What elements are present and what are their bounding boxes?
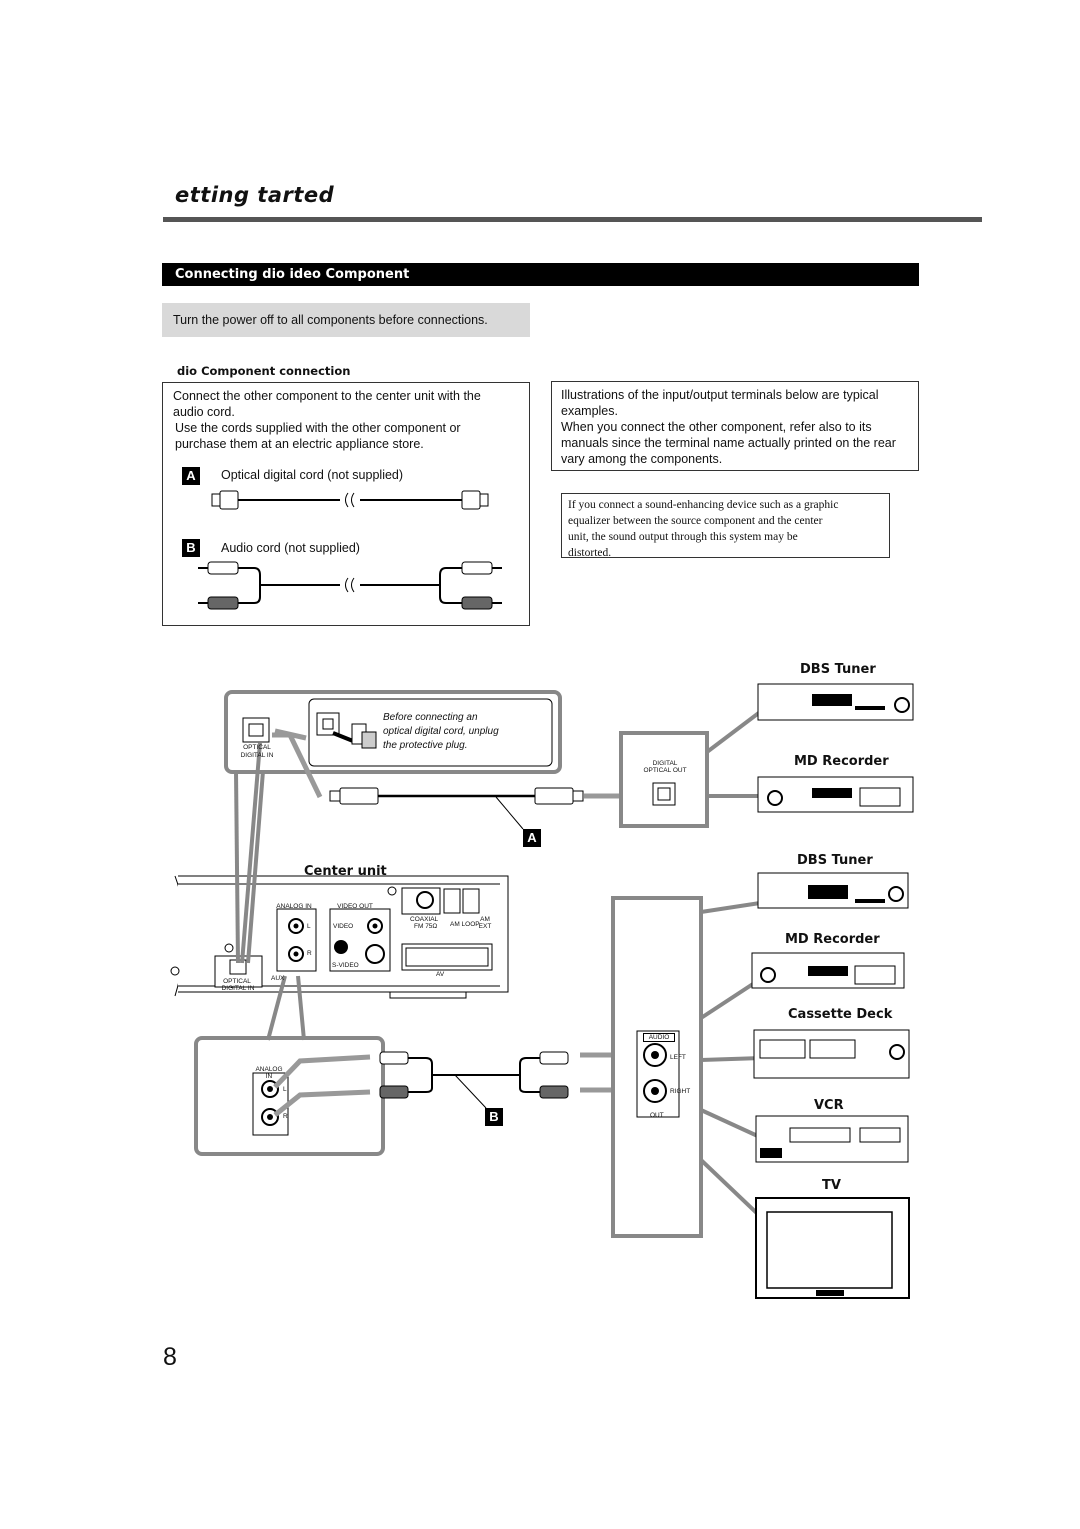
video-out-label: VIDEO OUT <box>337 903 373 910</box>
page-number: 8 <box>163 1343 177 1371</box>
device-label-cassette-deck: Cassette Deck <box>788 1007 893 1022</box>
left-label: LEFT <box>670 1054 686 1061</box>
am-ext-label: AM EXT <box>478 916 492 930</box>
device-label-tv: TV <box>822 1178 841 1193</box>
info-line: vary among the components. <box>561 452 723 466</box>
connection-b-marker: B <box>485 1108 503 1126</box>
connection-a-marker: A <box>523 829 541 847</box>
vcr-icon <box>755 1115 909 1163</box>
cord-instructions-box <box>162 382 530 626</box>
av-label: AV <box>436 971 445 978</box>
warning-line: unit, the sound output through this syst… <box>568 531 798 543</box>
video-label: VIDEO <box>333 923 354 930</box>
md-recorder-icon <box>751 952 905 989</box>
cord-b-marker: B <box>182 539 200 557</box>
instruction-line: Use the cords supplied with the other co… <box>175 421 461 435</box>
out-label: OUT <box>650 1112 664 1119</box>
info-line: When you connect the other component, re… <box>561 420 872 434</box>
cassette-deck-icon <box>753 1029 910 1079</box>
digital-label: DIGITAL <box>652 760 678 767</box>
device-label-dbs-tuner: DBS Tuner <box>797 853 873 868</box>
device-label-dbs-tuner: DBS Tuner <box>800 662 876 677</box>
audio-cord-icon <box>198 561 502 610</box>
header-rule <box>163 217 982 222</box>
optical-out-label: OPTICAL OUT <box>643 767 687 774</box>
info-line: Illustrations of the input/output termin… <box>561 388 879 402</box>
s-video-label: S-VIDEO <box>332 962 359 969</box>
dbs-tuner-icon <box>757 683 914 721</box>
info-line: examples. <box>561 404 618 418</box>
optical-label: OPTICAL <box>243 744 271 751</box>
am-loop-label: AM LOOP <box>450 921 480 928</box>
analog-in-label: ANALOG IN <box>255 1066 283 1080</box>
plug-note-line: optical digital cord, unplug <box>383 726 499 737</box>
instruction-line: Connect the other component to the cente… <box>173 389 481 403</box>
warning-line: equalizer between the source component a… <box>568 515 823 527</box>
dbs-tuner-icon <box>757 872 909 909</box>
cord-a-label: Optical digital cord (not supplied) <box>221 468 404 482</box>
audio-label: AUDIO <box>643 1033 675 1042</box>
coaxial-label: COAXIAL <box>410 916 439 923</box>
aux-label: AUX <box>271 975 285 982</box>
plug-note-line: Before connecting an <box>383 712 478 723</box>
cord-illustrations <box>198 490 502 610</box>
device-label-md-recorder: MD Recorder <box>785 932 880 947</box>
md-recorder-icon <box>757 776 914 813</box>
optical-label: OPTICAL <box>223 978 251 985</box>
optical-cord-icon <box>211 490 489 510</box>
right-label: RIGHT <box>670 1088 691 1095</box>
r-label: R <box>307 950 312 957</box>
tv-icon <box>755 1197 910 1299</box>
device-label-md-recorder: MD Recorder <box>794 754 889 769</box>
subheading: dio Component connection <box>177 364 351 378</box>
center-unit-label: Center unit <box>304 864 387 879</box>
l-label: L <box>283 1086 287 1093</box>
section-banner: Connecting dio ideo Component <box>162 263 919 286</box>
info-line: manuals since the terminal name actually… <box>561 436 896 450</box>
warning-line: If you connect a sound-enhancing device … <box>568 499 839 511</box>
distortion-warning: If you connect a sound-enhancing device … <box>561 493 890 559</box>
digital-in-label: DIGITAL IN <box>240 752 274 759</box>
fm-label: FM 75Ω <box>414 923 438 930</box>
instruction-line: purchase them at an electric appliance s… <box>175 437 424 451</box>
warning-line: distorted. <box>568 547 612 559</box>
digital-in-label: DIGITAL IN <box>221 985 255 992</box>
cord-b-label: Audio cord (not supplied) <box>221 541 360 555</box>
terminal-info-box: Illustrations of the input/output termin… <box>551 381 919 471</box>
analog-in-label: ANALOG IN <box>276 903 312 910</box>
power-off-note: Turn the power off to all components bef… <box>162 303 530 337</box>
cord-a-marker: A <box>182 467 200 485</box>
plug-note-line: the protective plug. <box>383 740 468 751</box>
l-label: L <box>307 923 311 930</box>
section-title: etting tarted <box>175 183 335 207</box>
device-label-vcr: VCR <box>814 1098 844 1113</box>
r-label: R <box>283 1113 288 1120</box>
instruction-line: audio cord. <box>173 405 235 419</box>
